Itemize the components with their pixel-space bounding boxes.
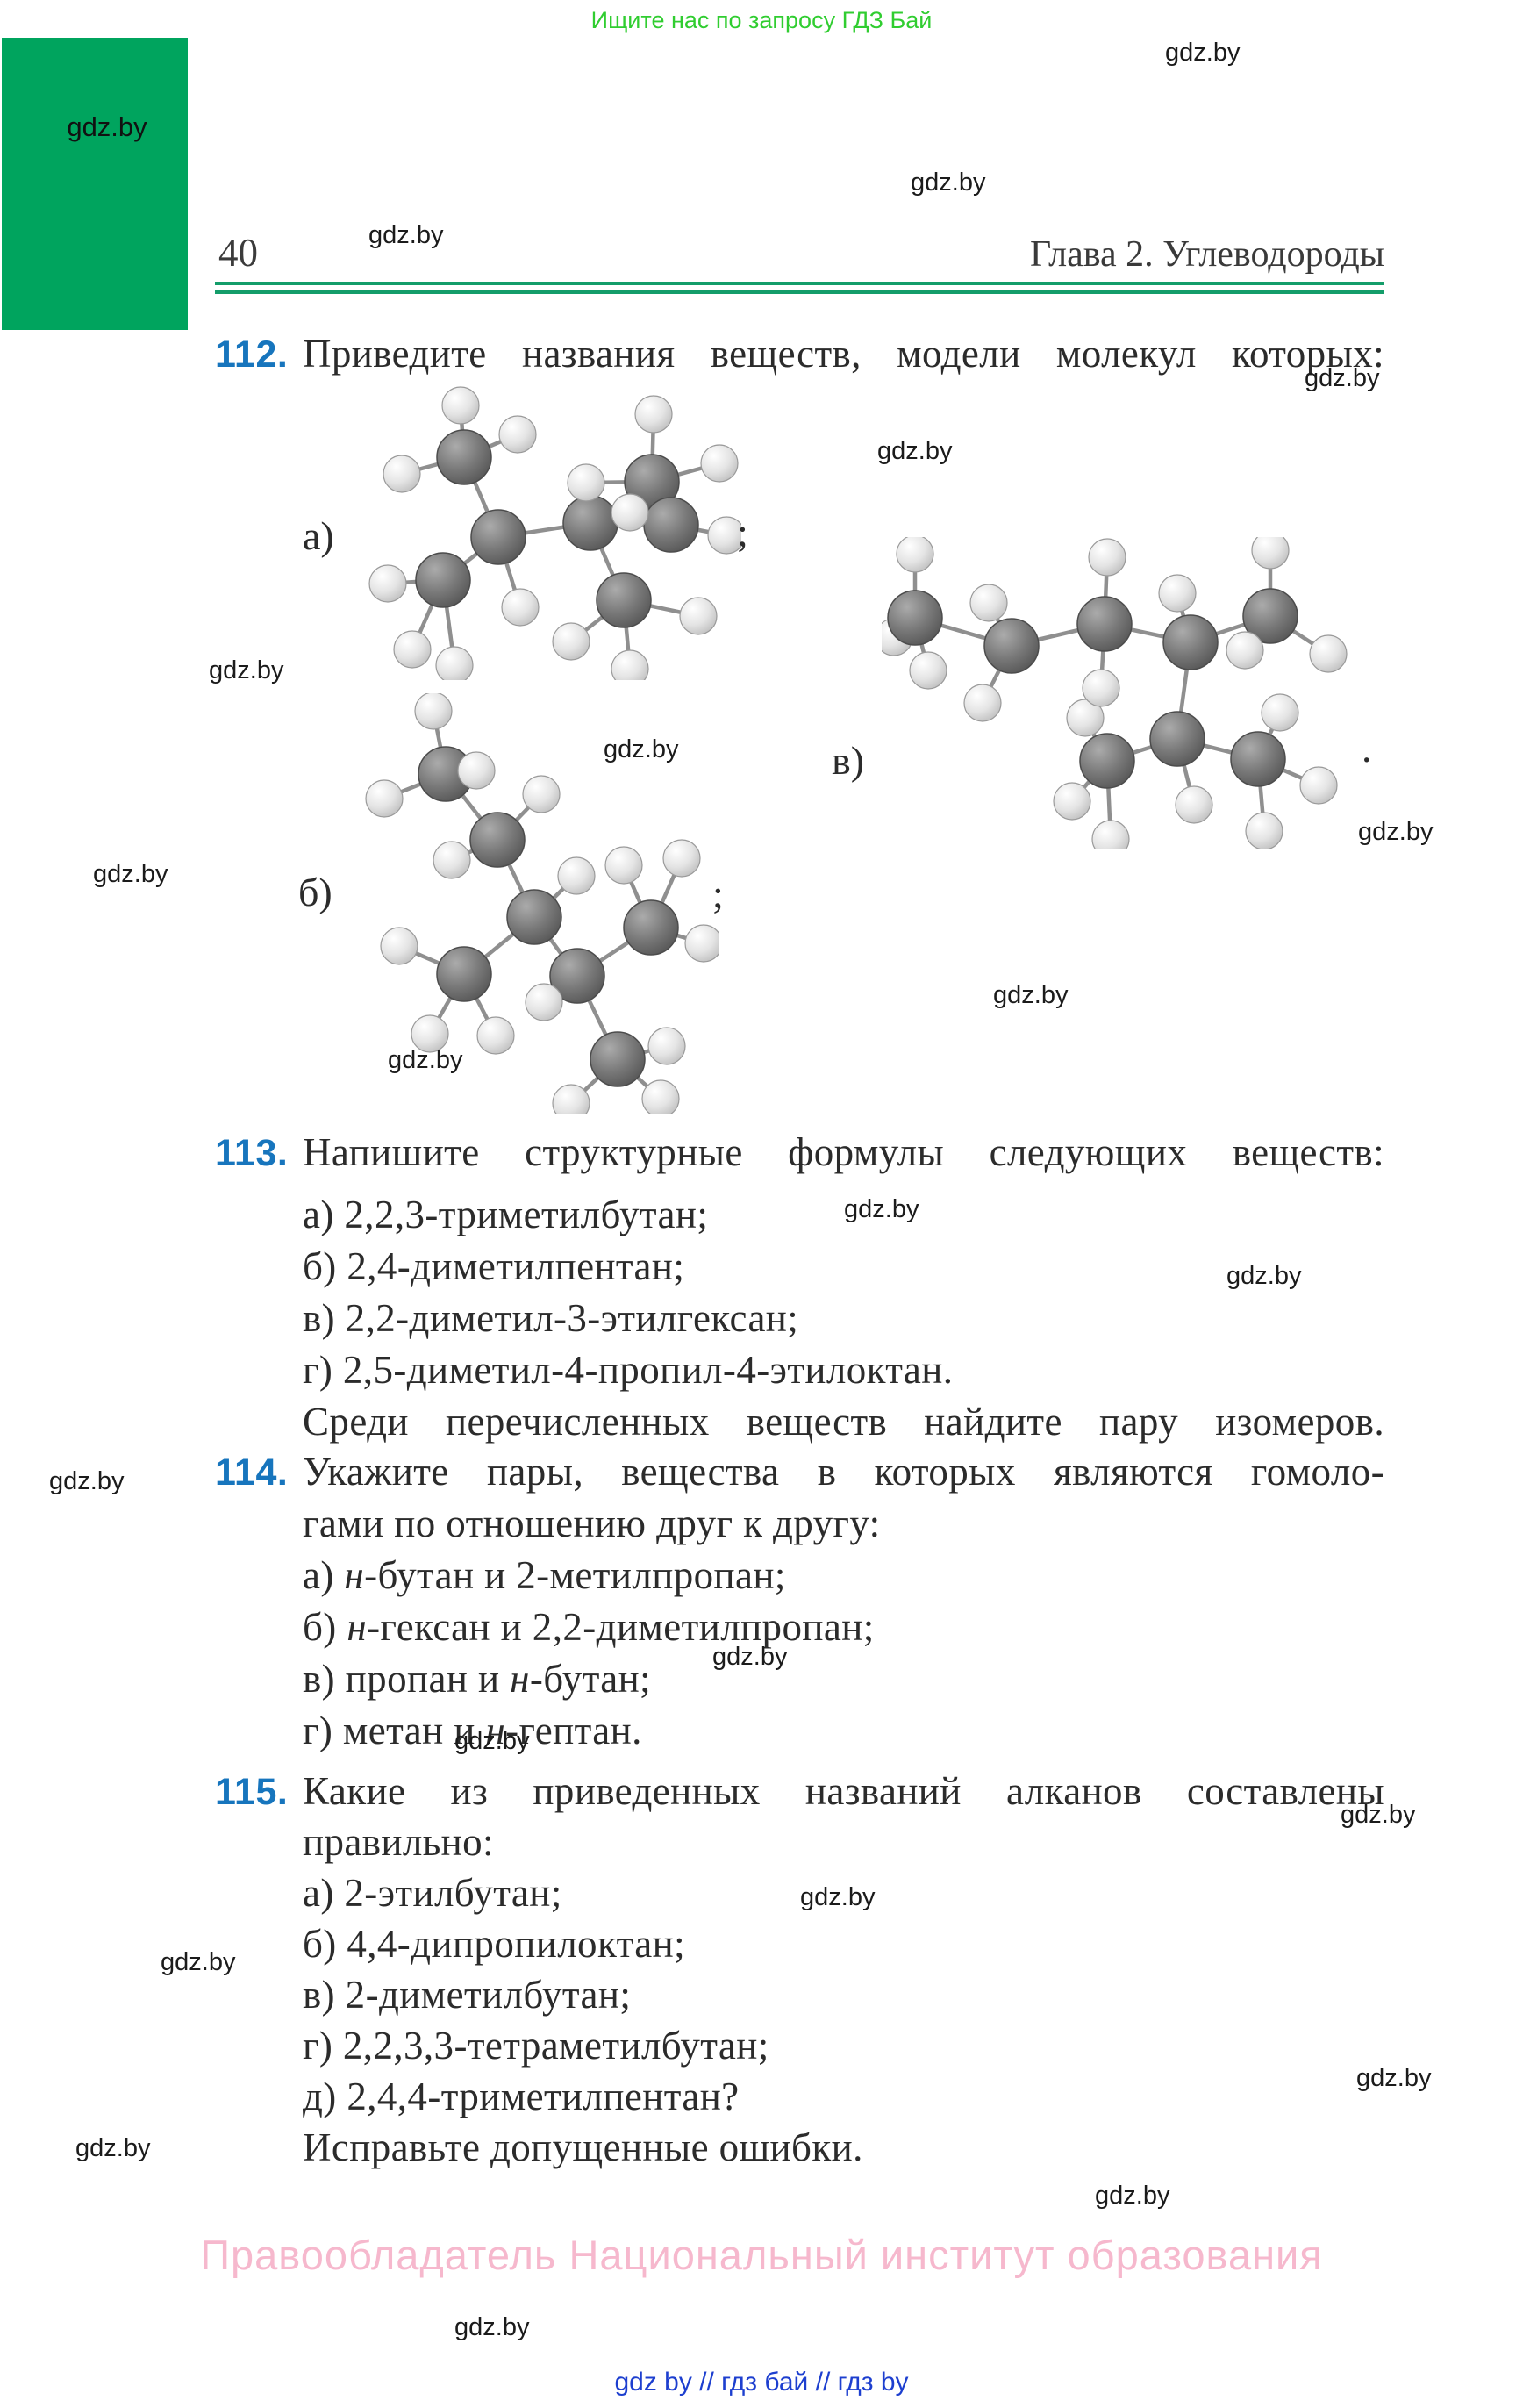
list-item: Укажите пары, вещества в которых являютс… (303, 1450, 1384, 1494)
figure-v-punctuation: . (1362, 726, 1372, 770)
list-item: а) 2-этилбутан; (303, 1871, 562, 1915)
molecule-v-model (882, 537, 1348, 849)
list-item: в) пропан и н-бутан; (303, 1657, 652, 1701)
gdz-watermark: gdz.by (161, 1948, 236, 1976)
gdz-watermark: gdz.by (1358, 818, 1434, 846)
problem-115-intro: Какие из приведенных названий алканов со… (303, 1766, 1384, 1867)
chapter-title: Глава 2. Углеводороды (1030, 234, 1384, 275)
gdz-watermark: gdz.by (75, 2134, 151, 2162)
figure-b-label: б) (298, 870, 332, 914)
list-item: а) 2,2,3-триметилбутан; (303, 1193, 709, 1236)
gdz-watermark: gdz.by (49, 1467, 125, 1495)
page-number: 40 (218, 231, 258, 275)
gdz-watermark: gdz.by (388, 1046, 463, 1074)
list-item: Какие из приведенных названий алканов со… (303, 1769, 1384, 1813)
gdz-watermark: gdz.by (1226, 1262, 1302, 1290)
list-item: б) 2,4-диметилпентан; (303, 1244, 685, 1288)
list-item: д) 2,4,4-триметилпентан? (303, 2075, 740, 2118)
gdz-watermark: gdz.by (877, 437, 953, 465)
list-item: гами по отношению друг к другу: (303, 1501, 881, 1545)
gdz-watermark: gdz.by (454, 2313, 530, 2341)
gdz-watermark: gdz.by (209, 656, 284, 684)
list-item: в) 2,2-диметил-3-этилгексан; (303, 1296, 799, 1340)
footer-links[interactable]: gdz by // гдз бай // гдз by (614, 2368, 909, 2397)
problem-114-number: 114. (215, 1451, 289, 1494)
gdz-watermark: gdz.by (454, 1727, 530, 1755)
problem-113-items: а) 2,2,3-триметилбутан; б) 2,4-диметилпен… (303, 1189, 1384, 1396)
header-rule (215, 282, 1384, 294)
gdz-watermark: gdz.by (993, 981, 1069, 1009)
gdz-watermark: gdz.by (712, 1643, 788, 1671)
gdz-watermark: gdz.by (1356, 2064, 1432, 2092)
problem-114-intro: Укажите пары, вещества в которых являютс… (303, 1446, 1384, 1550)
list-item: г) 2,5-диметил-4-пропил-4-этилоктан. (303, 1348, 954, 1392)
list-item: г) метан и н-гептан. (303, 1709, 642, 1752)
problem-115-outro: Исправьте допущенные ошибки. (303, 2125, 863, 2169)
gdz-watermark: gdz.by (1095, 2182, 1170, 2210)
molecule-b-model (365, 693, 719, 1114)
list-item: в) 2-диметилбутан; (303, 1973, 632, 2017)
gdz-watermark: gdz.by (1341, 1801, 1416, 1829)
problem-113-intro: Напишите структурные формулы следующих в… (303, 1130, 1384, 1174)
problem-114: 114. Укажите пары, вещества в которых яв… (215, 1446, 1384, 1757)
problem-112-text: Приведите названия веществ, модели молек… (303, 332, 1384, 376)
list-item: а) н-бутан и 2-метилпропан; (303, 1553, 786, 1597)
figure-b-punctuation: ; (712, 871, 724, 916)
problem-113-outro: Среди перечисленных веществ найдите пару… (303, 1400, 1384, 1444)
problem-113: 113. Напишите структурные формулы следую… (215, 1127, 1384, 1448)
search-banner: Ищите нас по запросу ГДЗ Бай (590, 7, 933, 33)
gdz-watermark: gdz.by (800, 1883, 876, 1911)
problem-112-number: 112. (215, 333, 289, 376)
list-item: г) 2,2,3,3-тетраметилбутан; (303, 2024, 769, 2068)
green-corner-box: gdz.by (2, 38, 188, 330)
molecule-a-model (368, 386, 741, 680)
problem-114-items: а) н-бутан и 2-метилпропан; б) н-гексан и… (303, 1550, 1384, 1757)
figure-a-label: а) (303, 513, 334, 558)
gdz-watermark: gdz.by (604, 735, 679, 763)
gdz-watermark: gdz.by (844, 1195, 919, 1223)
list-item: правильно: (303, 1820, 494, 1864)
problem-113-number: 113. (215, 1132, 289, 1174)
copyright-notice: Правообладатель Национальный институт об… (200, 2232, 1323, 2278)
gdz-watermark: gdz.by (1165, 39, 1241, 67)
problem-115-items: а) 2-этилбутан; б) 4,4-дипропилоктан; в) 2… (303, 1867, 1384, 2122)
problem-115-number: 115. (215, 1771, 289, 1813)
gdz-watermark: gdz.by (1305, 364, 1380, 392)
gdz-watermark: gdz.by (911, 168, 986, 197)
problem-112: 112. Приведите названия веществ, модели … (215, 328, 1384, 380)
figure-a-punctuation: ; (737, 510, 748, 555)
gdz-watermark: gdz.by (93, 860, 168, 888)
list-item: б) 4,4-дипропилоктан; (303, 1922, 685, 1966)
figure-v-label: в) (832, 738, 865, 783)
problem-115: 115. Какие из приведенных названий алкан… (215, 1766, 1384, 2173)
gdz-watermark: gdz.by (368, 221, 444, 249)
list-item: б) н-гексан и 2,2-диметилпропан; (303, 1605, 875, 1649)
green-box-watermark: gdz.by (67, 111, 147, 142)
